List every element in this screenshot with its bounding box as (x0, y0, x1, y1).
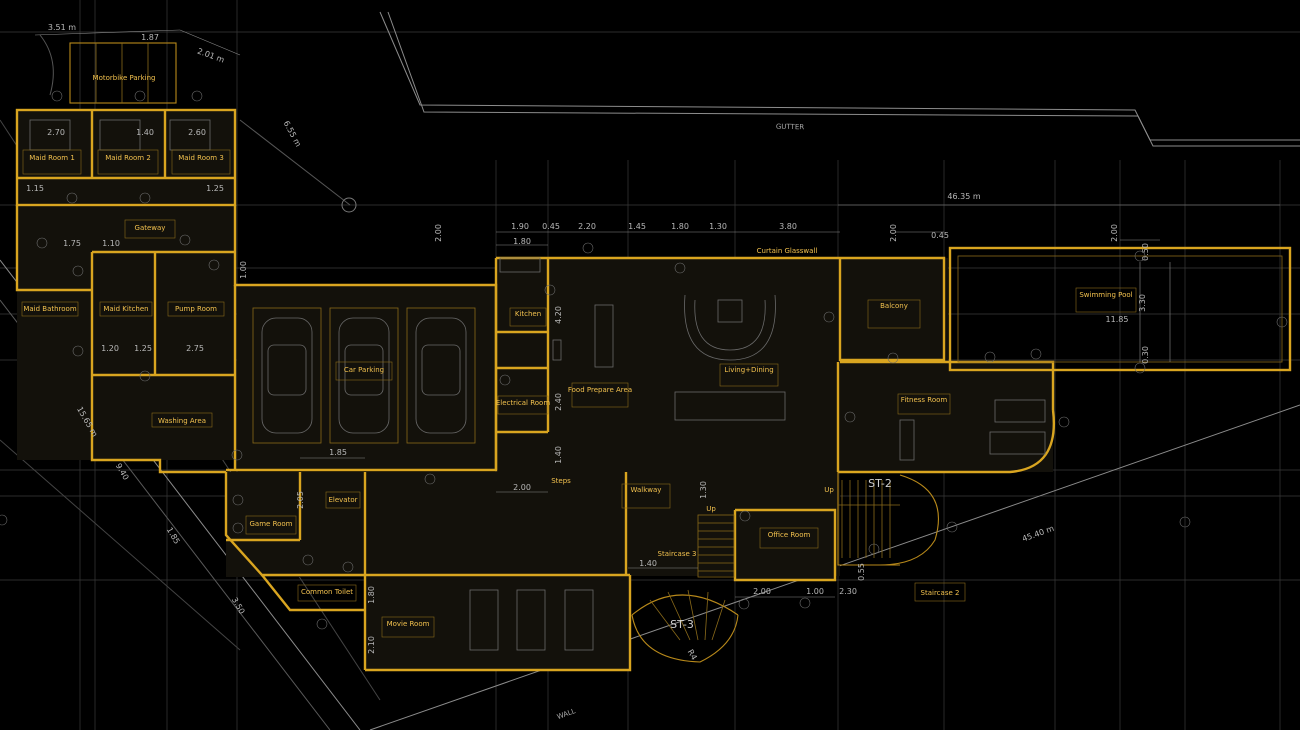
room-label-foodprep: Food Prepare Area (568, 386, 632, 394)
dim-2-40: 2.40 (554, 393, 563, 411)
dim-2-00-walk: 2.00 (513, 483, 531, 492)
room-label-carparking: Car Parking (344, 366, 384, 374)
room-label-maid1: Maid Room 1 (29, 154, 75, 162)
dim-maid-1-15: 1.15 (26, 184, 44, 193)
up-label-2: Up (824, 486, 834, 494)
dim-1-75: 1.75 (63, 239, 81, 248)
room-label-maidbath: Maid Bathroom (23, 305, 77, 313)
dim-2-00-b: 2.00 (889, 224, 898, 242)
dim-1-40: 1.40 (639, 559, 657, 568)
dim-top-0: 1.90 (511, 222, 529, 231)
room-label-office: Office Room (768, 531, 811, 539)
dim-maid-w2: 1.40 (136, 128, 154, 137)
room-label-gateway: Gateway (135, 224, 166, 232)
dim-top-4: 1.80 (671, 222, 689, 231)
overall-width-label: 46.35 m (947, 192, 980, 201)
room-label-fitness: Fitness Room (901, 396, 948, 404)
dim-1-80: 1.80 (513, 237, 531, 246)
dim-1-30: 1.30 (699, 481, 708, 499)
room-label-maidkitchen: Maid Kitchen (103, 305, 148, 313)
room-label-game: Game Room (250, 520, 293, 528)
dim-maid-w1: 2.70 (47, 128, 65, 137)
room-label-pool: Swimming Pool (1079, 291, 1132, 299)
dim-top-3: 1.45 (628, 222, 646, 231)
room-label-motorbike: Motorbike Parking (93, 74, 156, 82)
dim-0-30: 0.30 (1141, 346, 1150, 364)
furniture (29, 119, 1046, 651)
st2-label: ST-2 (868, 477, 892, 490)
dim-0-50: 0.50 (1141, 243, 1150, 261)
room-label-maid3: Maid Room 3 (178, 154, 224, 162)
room-label-maid2: Maid Room 2 (105, 154, 151, 162)
dim-1-80b: 1.80 (367, 586, 376, 604)
room-label-movie: Movie Room (387, 620, 430, 628)
room-label-kitchen: Kitchen (515, 310, 541, 318)
dim-top-2: 2.20 (578, 222, 596, 231)
room-label-walkway: Walkway (631, 486, 662, 494)
up-label-1: Up (706, 505, 716, 513)
dim-top-6: 3.80 (779, 222, 797, 231)
tags (0, 90, 1288, 630)
room-label-stair2: Staircase 2 (921, 589, 960, 597)
dimension-lines (300, 204, 1280, 598)
dim-1-00-off: 1.00 (806, 587, 824, 596)
dim-1-10: 1.10 (102, 239, 120, 248)
room-label-electrical: Electrical Room (496, 399, 551, 407)
dim-1-00: 1.00 (239, 261, 248, 279)
room-label-balcony: Balcony (880, 302, 908, 310)
room-label-washing: Washing Area (158, 417, 206, 425)
dim-2-75: 2.75 (186, 344, 204, 353)
room-labels: Maid Room 1 Maid Room 2 Maid Room 3 Gate… (23, 154, 1132, 628)
dim-2-00-c: 2.00 (1110, 224, 1119, 242)
dim-2-30: 2.30 (839, 587, 857, 596)
room-label-elevator: Elevator (328, 496, 357, 504)
dim-11-85: 11.85 (1106, 315, 1129, 324)
steps-label: Steps (551, 477, 571, 485)
walls (15, 108, 1292, 672)
dim-maid-1-25: 1.25 (206, 184, 224, 193)
st3-label: ST-3 (670, 618, 694, 631)
dim-1-25b: 1.25 (134, 344, 152, 353)
dim-2-00-off: 2.00 (753, 587, 771, 596)
stairs (649, 480, 900, 641)
dim-2-10: 2.10 (367, 636, 376, 654)
dim-top-5: 1.30 (709, 222, 727, 231)
motorbike-parking: Motorbike Parking (69, 42, 177, 104)
room-label-toilet: Common Toilet (301, 588, 353, 596)
dim-top-1: 0.45 (542, 222, 560, 231)
dim-0-55: 0.55 (857, 563, 866, 581)
label-boxes (21, 149, 1137, 638)
dim-top-3-51: 3.51 m (48, 23, 76, 32)
curtain-label: Curtain Glasswall (757, 247, 818, 255)
dim-1-85: 1.85 (329, 448, 347, 457)
floor-fills (17, 110, 1053, 670)
car-bays (252, 307, 476, 444)
dim-1-40b: 1.40 (554, 446, 563, 464)
dim-1-20: 1.20 (101, 344, 119, 353)
dim-4-20: 4.20 (554, 306, 563, 324)
dim-top-1-87: 1.87 (141, 33, 159, 42)
dim-maid-w3: 2.60 (188, 128, 206, 137)
room-label-living: Living+Dining (724, 366, 773, 374)
dim-2-05: 2.05 (296, 491, 305, 509)
dim-0-45: 0.45 (931, 231, 949, 240)
room-label-pump: Pump Room (175, 305, 217, 313)
dim-3-30: 3.30 (1138, 294, 1147, 312)
gutter-label: GUTTER (776, 123, 805, 131)
dim-2-00-a: 2.00 (434, 224, 443, 242)
room-label-stair3: Staircase 3 (658, 550, 697, 558)
